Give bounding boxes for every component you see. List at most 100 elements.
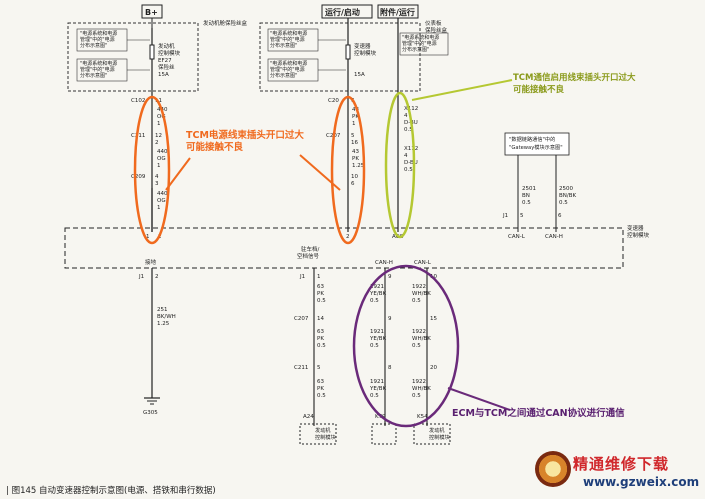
b3-color: WH/BK <box>412 291 431 297</box>
fuse-tcm <box>345 44 351 60</box>
fuse-value: 15A <box>158 72 169 78</box>
pin-2: 2 <box>155 140 159 146</box>
ecm-box-1 <box>299 423 337 445</box>
anote-l2: 管理"中的"电源 <box>402 40 437 47</box>
b2-size: 0.5 <box>370 298 379 304</box>
b4-color: PK <box>317 336 324 342</box>
b9-num: 1922 <box>412 379 426 385</box>
watermark-logo <box>535 451 571 487</box>
mpin-6b: 6 <box>351 181 355 187</box>
mid-wire-labels: C20 6 43 PK 1 C207 5 16 43 PK 1.25 10 6 … <box>326 98 418 240</box>
ground-wire: 接地 J1 2 251 BK/WH 1.25 G305 <box>138 258 176 416</box>
b2-color: YE/BK <box>369 291 386 297</box>
pin-12: 12 <box>155 133 162 139</box>
b6-color: WH/BK <box>412 336 431 342</box>
pn-l2: 空档信号 <box>297 252 320 260</box>
top-mid-block: 运行/启动 附件/运行 仪表板 保险丝盒 变速器 控制模块 15A "电源系统和… <box>259 4 449 232</box>
conn-c209: C209 <box>131 174 146 180</box>
purple-pointer <box>447 387 511 411</box>
mcirc1-color: PK <box>352 114 359 120</box>
b1-num: 63 <box>317 284 324 290</box>
b5-num: 1921 <box>370 329 384 335</box>
run-crank-label: 运行/启动 <box>325 7 360 17</box>
gateway-box <box>504 132 570 156</box>
circ2-size: 1 <box>157 163 161 169</box>
green-pointer <box>411 79 513 101</box>
can-pin-5: 5 <box>520 213 524 219</box>
note1-l2: 管理"中的"电源 <box>80 36 115 43</box>
pn-l1: 驻车档/ <box>301 245 320 253</box>
tcm-fuse-l2: 控制模块 <box>354 49 377 57</box>
b8-size: 0.5 <box>370 393 379 399</box>
mnote1-l2: 管理"中的"电源 <box>270 36 305 43</box>
acirc2-color: D-BU <box>404 160 418 166</box>
b1-size: 0.5 <box>317 298 326 304</box>
ground-pin: 2 <box>155 274 159 280</box>
watermark: 精通维修下载 www.gzweix.com <box>525 447 703 497</box>
circ1-color: OG <box>157 114 166 120</box>
can-note: ECM与TCM之间通过CAN协议进行通信 <box>452 407 625 419</box>
ecm-box-2 <box>371 423 397 445</box>
b7-num: 63 <box>317 379 324 385</box>
b1-color: PK <box>317 291 324 297</box>
b2-num: 1921 <box>370 284 384 290</box>
bottom-ecm-wires: 驻车档/ 空档信号 CAN-H CAN-L J1 1 9 10 63 PK 0.… <box>294 245 451 445</box>
orange-pointer-mid <box>299 154 341 191</box>
gateway-l1: "数据链路通信"中的 <box>509 135 555 143</box>
conn-x112a: X112 <box>404 106 418 112</box>
ecm1-l2: 控制模块 <box>315 433 337 441</box>
tcm-label-l2: 控制模块 <box>627 231 650 239</box>
acc-note-box <box>399 32 449 56</box>
mcirc2-size: 1.25 <box>352 163 365 169</box>
bottom-c207: C207 <box>294 316 309 322</box>
ecm-can-l: CAN-L <box>414 260 432 266</box>
circ3-size: 1 <box>157 205 161 211</box>
can-h-num: 2500 <box>559 186 573 192</box>
ecm3-l1: 发动机 <box>429 426 445 434</box>
b7-size: 0.5 <box>317 393 326 399</box>
b9-size: 0.5 <box>412 393 421 399</box>
b6-size: 0.5 <box>412 343 421 349</box>
note2-l2: 管理"中的"电源 <box>80 66 115 73</box>
note2-l3: 分布示意图" <box>80 72 107 79</box>
can-l-num: 2501 <box>522 186 536 192</box>
watermark-title: 精通维修下载 <box>573 455 670 473</box>
ground-j1: J1 <box>138 274 144 280</box>
left-wire-column: C102 11 440 OG 1 C211 12 2 440 OG 1 C209… <box>131 98 168 240</box>
tcm-pin-2b: 2 <box>346 234 350 240</box>
can-j1: J1 <box>502 213 508 219</box>
mcirc2-color: PK <box>352 156 359 162</box>
b6-num: 1922 <box>412 329 426 335</box>
mnote2-l1: "电源系统和电源 <box>270 60 307 67</box>
circ3-color: OG <box>157 198 166 204</box>
pin-3: 3 <box>155 181 159 187</box>
fuse-label: 保险丝 <box>158 63 175 71</box>
ip-fuse-l2: 保险丝盒 <box>425 26 448 34</box>
purple-ellipse <box>352 264 460 428</box>
mnote2-l2: 管理"中的"电源 <box>270 66 305 73</box>
can-h-size: 0.5 <box>559 200 568 206</box>
c211-pin-5: 5 <box>317 365 321 371</box>
can-pin-6: 6 <box>558 213 562 219</box>
can-l-color: BN <box>522 193 530 199</box>
b4-num: 63 <box>317 329 324 335</box>
mcirc1-num: 43 <box>352 107 359 113</box>
pin-4: 4 <box>155 174 159 180</box>
ground-num: 251 <box>157 307 168 313</box>
circ1-size: 1 <box>157 121 161 127</box>
tcm-fuse-val: 15A <box>354 72 365 78</box>
tcm-power-note-l1: TCM电源线束插头开口过大 <box>186 129 304 141</box>
ecm-pin-a24: A24 <box>303 414 314 420</box>
tcm-power-note-l2: 可能接触不良 <box>186 141 244 153</box>
ecm3-l2: 控制模块 <box>429 433 451 441</box>
b8-color: YE/BK <box>369 386 386 392</box>
fuse-ef27 <box>149 44 155 60</box>
note1-l3: 分布示意图" <box>80 42 107 49</box>
circ3-num: 440 <box>157 191 168 197</box>
acirc1-num: 4 <box>404 113 408 119</box>
caption-marker: | <box>6 486 9 496</box>
c207-pin-15: 15 <box>430 316 437 322</box>
tcm-comm-note-l1: TCM通信启用线束插头开口过大 <box>513 72 636 83</box>
